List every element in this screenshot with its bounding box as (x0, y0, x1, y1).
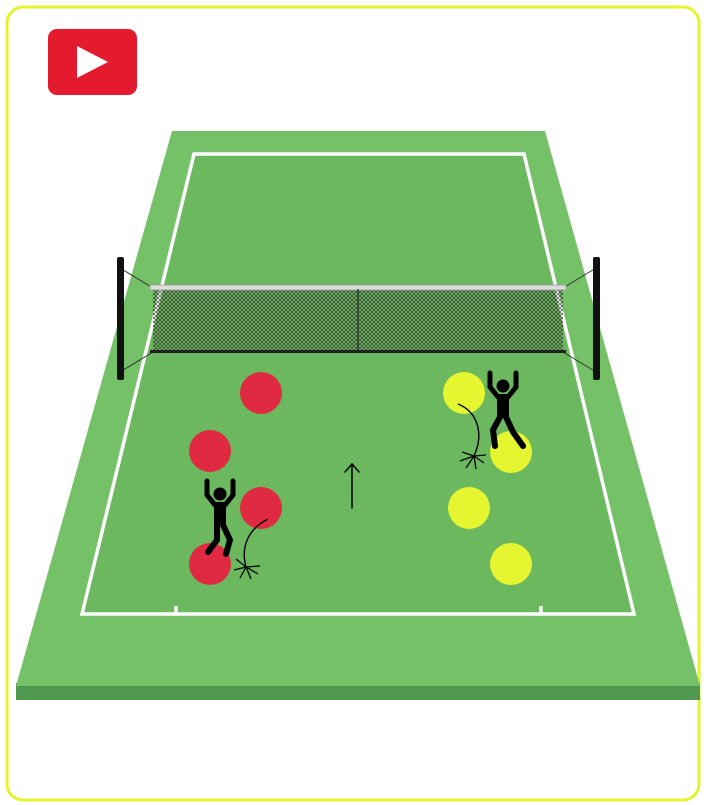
player-head (214, 488, 227, 501)
red-position-marker (240, 372, 282, 414)
yellow-position-marker (490, 543, 532, 585)
player-head (497, 380, 510, 393)
play-button[interactable] (48, 29, 137, 95)
red-position-marker (189, 430, 231, 472)
net-post-left (117, 257, 124, 380)
yellow-position-marker (448, 487, 490, 529)
net-post-right (593, 257, 600, 380)
